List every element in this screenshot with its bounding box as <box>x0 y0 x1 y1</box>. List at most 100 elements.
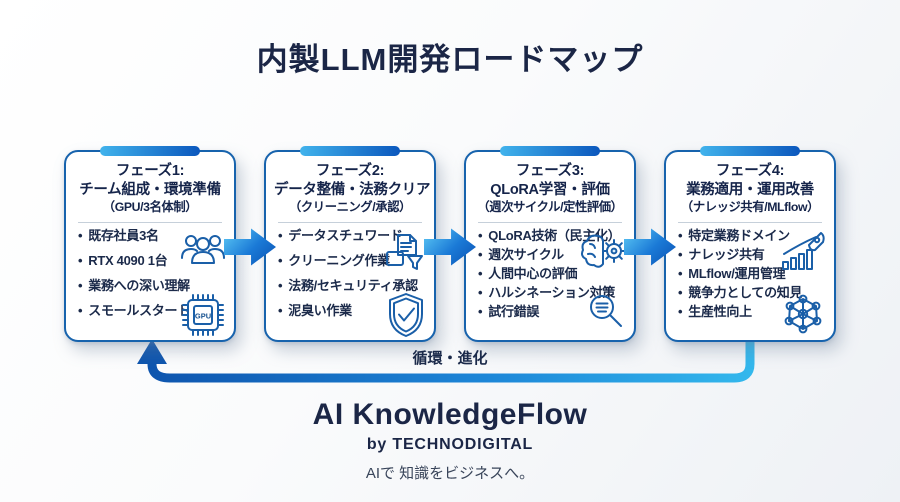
divider <box>678 221 822 223</box>
bullet-text: 特定業務ドメイン <box>688 227 790 243</box>
phase-number: フェーズ4: <box>715 163 785 179</box>
bullet-dot: • <box>278 227 283 243</box>
bullet-dot: • <box>678 303 683 319</box>
team-icon <box>181 235 225 264</box>
phase-subtitle: （ナレッジ共有/MLflow） <box>680 199 820 214</box>
loop-label: 循環・進化 <box>412 350 488 367</box>
list-item: • MLflow/運用管理 <box>678 266 826 282</box>
bullet-dot: • <box>678 227 683 243</box>
bullet-dot: • <box>678 265 683 281</box>
card-top-tab <box>300 146 400 156</box>
bullet-text: MLflow/運用管理 <box>688 265 786 281</box>
card-top-tab <box>500 146 600 156</box>
phase-heading: フェーズ2: データ整備・法務クリア （クリーニング/承認） <box>274 162 431 216</box>
data-documents-icon <box>386 234 423 270</box>
card-top-tab <box>100 146 200 156</box>
company-byline: by TECHNODIGITAL <box>366 436 534 453</box>
list-item: • 競争力としての知見 <box>678 285 826 301</box>
phase-number: フェーズ1: <box>115 163 185 179</box>
bullet-dot: • <box>478 265 483 281</box>
list-item: • 生産性向上 <box>678 304 826 320</box>
phase-title: 業務適用・運用改善 <box>686 181 814 198</box>
branding-block: AI KnowledgeFlow by TECHNODIGITAL AIで 知識… <box>0 398 900 483</box>
bullet-text: 既存社員3名 <box>88 227 159 243</box>
bullet-text: 人間中心の評価 <box>488 265 578 281</box>
phase-card-4: フェーズ4: 業務適用・運用改善 （ナレッジ共有/MLflow） • 特定業務ドメ… <box>664 146 836 342</box>
list-item: • 泥臭い作業 <box>278 303 426 319</box>
bullet-text: スモールスタート <box>88 302 190 318</box>
tagline: AIで 知識をビジネスへ。 <box>365 465 535 482</box>
list-item: • ナレッジ共有 <box>678 247 826 263</box>
phase-card-2: フェーズ2: データ整備・法務クリア （クリーニング/承認） • データスチュワー… <box>264 146 436 342</box>
list-item: • RTX 4090 1台 <box>78 253 226 269</box>
bullet-dot: • <box>478 227 483 243</box>
phase-title: データ整備・法務クリア <box>274 181 431 198</box>
list-item: • データスチュワード <box>278 228 426 244</box>
list-item: • スモールスタート <box>78 303 226 319</box>
rocket-growth-icon <box>782 232 825 270</box>
list-item: • 試行錯誤 <box>478 304 626 320</box>
gpu-chip-icon: GPU <box>182 294 224 336</box>
bullet-dot: • <box>78 302 83 318</box>
list-item: • ハルシネーション対策 <box>478 285 626 301</box>
bullet-text: RTX 4090 1台 <box>88 252 168 268</box>
product-name: AI KnowledgeFlow <box>312 398 588 431</box>
bullet-text: ハルシネーション対策 <box>488 284 616 300</box>
bullet-list: • データスチュワード • クリーニング作業 • 法務/セキュリティ承認 • 泥臭い作業 <box>274 228 426 319</box>
bullet-dot: • <box>478 246 483 262</box>
bullet-dot: • <box>78 277 83 293</box>
list-item: • 人間中心の評価 <box>478 266 626 282</box>
bullet-text: 生産性向上 <box>688 303 752 319</box>
divider <box>278 221 422 223</box>
bullet-text: 週次サイクル <box>488 246 564 262</box>
list-item: • 法務/セキュリティ承認 <box>278 278 426 294</box>
phase-title: QLoRA学習・評価 <box>490 181 610 198</box>
bullet-list: • 既存社員3名 • RTX 4090 1台 • 業務への深い理解 • スモールスタート <box>74 228 226 319</box>
phase-card-1: フェーズ1: チーム組成・環境準備 （GPU/3名体制） • 既存社員3名 • RT… <box>64 146 236 342</box>
phase-number: フェーズ3: <box>515 163 585 179</box>
page-title: 内製LLM開発ロードマップ <box>256 42 644 77</box>
list-item: • 業務への深い理解 <box>78 278 226 294</box>
bullet-text: 泥臭い作業 <box>288 302 352 318</box>
bullet-text: 競争力としての知見 <box>688 284 803 300</box>
phase-number: フェーズ2: <box>315 163 385 179</box>
phase-card-3: フェーズ3: QLoRA学習・評価 （週次サイクル/定性評価） •QLoRA技術… <box>464 146 636 342</box>
phase-subtitle: （GPU/3名体制） <box>102 199 198 214</box>
bullet-list: • 特定業務ドメイン • ナレッジ共有 • MLflow/運用管理 • 競争力としての知… <box>674 228 826 320</box>
bullet-list: •QLoRA技術（民主化） •週次サイクル •人間中心の評価 •ハルシネーション… <box>474 228 626 320</box>
bullet-dot: • <box>478 284 483 300</box>
brain-gear-icon <box>581 234 626 268</box>
gpu-chip-label: GPU <box>195 312 211 321</box>
shield-check-icon <box>389 293 423 337</box>
bullet-text: データスチュワード <box>288 227 403 243</box>
bullet-dot: • <box>678 284 683 300</box>
phase-subtitle: （週次サイクル/定性評価） <box>477 199 623 214</box>
list-item: • 週次サイクル <box>478 247 626 263</box>
bullet-text: 業務への深い理解 <box>88 277 190 293</box>
bullet-text: クリーニング作業 <box>288 252 390 268</box>
bullet-dot: • <box>78 227 83 243</box>
divider <box>78 221 222 223</box>
list-item: • 特定業務ドメイン <box>678 228 826 244</box>
bullet-dot: • <box>478 303 483 319</box>
bullet-dot: • <box>278 302 283 318</box>
bullet-dot: • <box>278 252 283 268</box>
bullet-text: ナレッジ共有 <box>688 246 765 262</box>
network-graph-icon <box>784 294 822 334</box>
phase-heading: フェーズ3: QLoRA学習・評価 （週次サイクル/定性評価） <box>474 162 626 216</box>
loop-arrowhead-icon <box>137 339 167 364</box>
bullet-text: 試行錯誤 <box>488 303 540 319</box>
phase-heading: フェーズ4: 業務適用・運用改善 （ナレッジ共有/MLflow） <box>674 162 826 216</box>
divider <box>478 221 622 223</box>
phase-heading: フェーズ1: チーム組成・環境準備 （GPU/3名体制） <box>74 162 226 216</box>
bullet-dot: • <box>78 252 83 268</box>
bullet-text: 法務/セキュリティ承認 <box>288 277 418 293</box>
magnifier-icon <box>590 295 622 327</box>
list-item: • 既存社員3名 <box>78 228 226 244</box>
bullet-dot: • <box>278 277 283 293</box>
phase-title: チーム組成・環境準備 <box>79 181 221 198</box>
feedback-loop-arrow <box>137 338 755 383</box>
list-item: • クリーニング作業 <box>278 253 426 269</box>
bullet-dot: • <box>678 246 683 262</box>
